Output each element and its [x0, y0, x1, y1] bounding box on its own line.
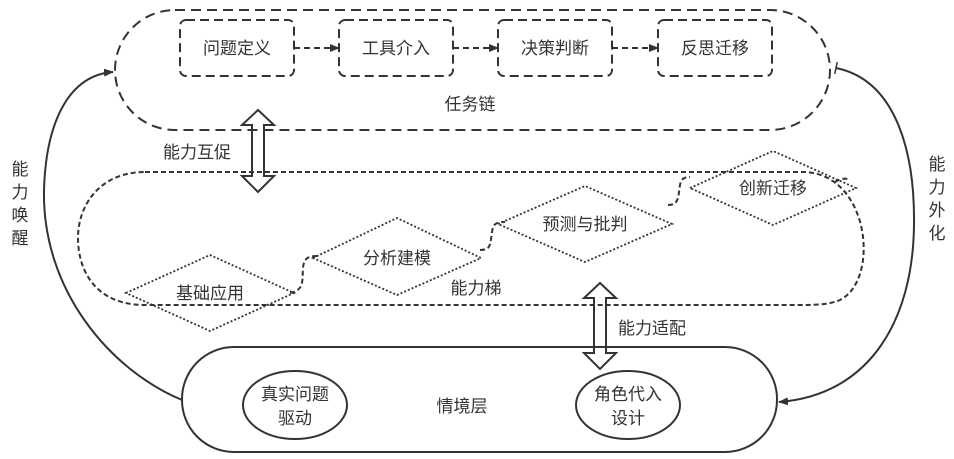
adaptation-label: 能力适配 [618, 319, 686, 339]
level-label: 分析建模 [363, 249, 431, 269]
externalization-char: 化 [929, 224, 946, 244]
awakening-char: 唤 [12, 206, 29, 226]
level-innovation-transfer: 创新迁移 [687, 150, 859, 226]
level-label: 基础应用 [176, 284, 244, 304]
mutual-promotion-double-arrow [239, 108, 277, 194]
level-basic-application: 基础应用 [123, 254, 297, 332]
level-analysis-modeling: 分析建模 [310, 217, 484, 296]
awakening-label: 能 力 唤 醒 [12, 160, 29, 249]
task-step-decision-judgment: 决策判断 [497, 19, 613, 77]
externalization-char: 能 [929, 155, 946, 175]
mutual-promotion-label: 能力互促 [163, 143, 231, 163]
externalization-label: 能 力 外 化 [929, 155, 946, 244]
awakening-char: 能 [12, 160, 29, 180]
context-item-role-play-design: 角色代入 设计 [575, 370, 681, 440]
context-layer: 真实问题 驱动 角色代入 设计 情境层 [181, 346, 778, 453]
externalization-char: 外 [929, 201, 946, 221]
ability-ladder-layer: 基础应用 分析建模 预测与批判 创新迁移 能力梯 [76, 150, 865, 332]
context-layer-label: 情境层 [437, 397, 488, 417]
context-item-line1: 真实问题 [261, 385, 329, 405]
task-step-label: 反思迁移 [681, 39, 749, 59]
level-label: 创新迁移 [739, 179, 807, 199]
level-label: 预测与批判 [543, 215, 628, 235]
adaptation-double-arrow [581, 281, 619, 371]
externalization-char: 力 [929, 178, 946, 198]
task-step-label: 工具介入 [362, 39, 430, 59]
context-item-line2: 设计 [611, 409, 645, 429]
task-step-problem-definition: 问题定义 [179, 19, 295, 77]
task-step-label: 决策判断 [521, 39, 589, 59]
task-chain-layer: 问题定义 工具介入 决策判断 反思迁移 任务链 [113, 9, 832, 131]
task-chain-label: 任务链 [445, 95, 496, 115]
externalization-loop-arrow [778, 61, 916, 406]
task-step-label: 问题定义 [203, 39, 271, 59]
ability-ladder-label: 能力梯 [451, 279, 502, 299]
awakening-loop-arrow [42, 68, 183, 401]
level-prediction-critique: 预测与批判 [495, 185, 675, 263]
task-step-tool-intervention: 工具介入 [338, 19, 454, 77]
context-item-line2: 驱动 [278, 409, 312, 429]
awakening-char: 醒 [12, 229, 29, 249]
ability-ladder-staircase [289, 176, 851, 294]
task-step-reflection-transfer: 反思迁移 [657, 19, 773, 77]
context-item-line1: 角色代入 [594, 385, 662, 405]
awakening-char: 力 [12, 183, 29, 203]
context-item-real-problem-driven: 真实问题 驱动 [242, 370, 348, 440]
